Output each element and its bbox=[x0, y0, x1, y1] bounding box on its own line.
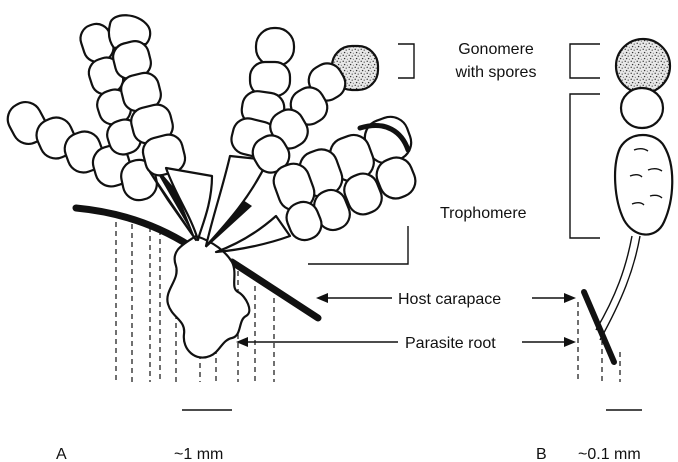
trophomere-label: Trophomere bbox=[440, 205, 527, 222]
scale-a-label: ~1 mm bbox=[174, 446, 223, 462]
host-carapace-label: Host carapace bbox=[398, 291, 501, 308]
panel-b-label: B bbox=[536, 446, 547, 462]
host-carapace-a bbox=[76, 208, 190, 246]
host-carapace-b bbox=[584, 292, 614, 362]
panel-b-illustration bbox=[578, 39, 672, 382]
gonomere-b bbox=[616, 39, 670, 93]
panel-a-illustration bbox=[2, 15, 420, 382]
panel-a-label: A bbox=[56, 446, 67, 462]
scale-b-label: ~0.1 mm bbox=[578, 446, 641, 462]
basal-body bbox=[167, 236, 249, 358]
gonomere-label-line1: Gonomere bbox=[458, 41, 534, 58]
parasite-root-label: Parasite root bbox=[405, 335, 496, 352]
gonomere-label-line2: with spores bbox=[455, 64, 537, 81]
